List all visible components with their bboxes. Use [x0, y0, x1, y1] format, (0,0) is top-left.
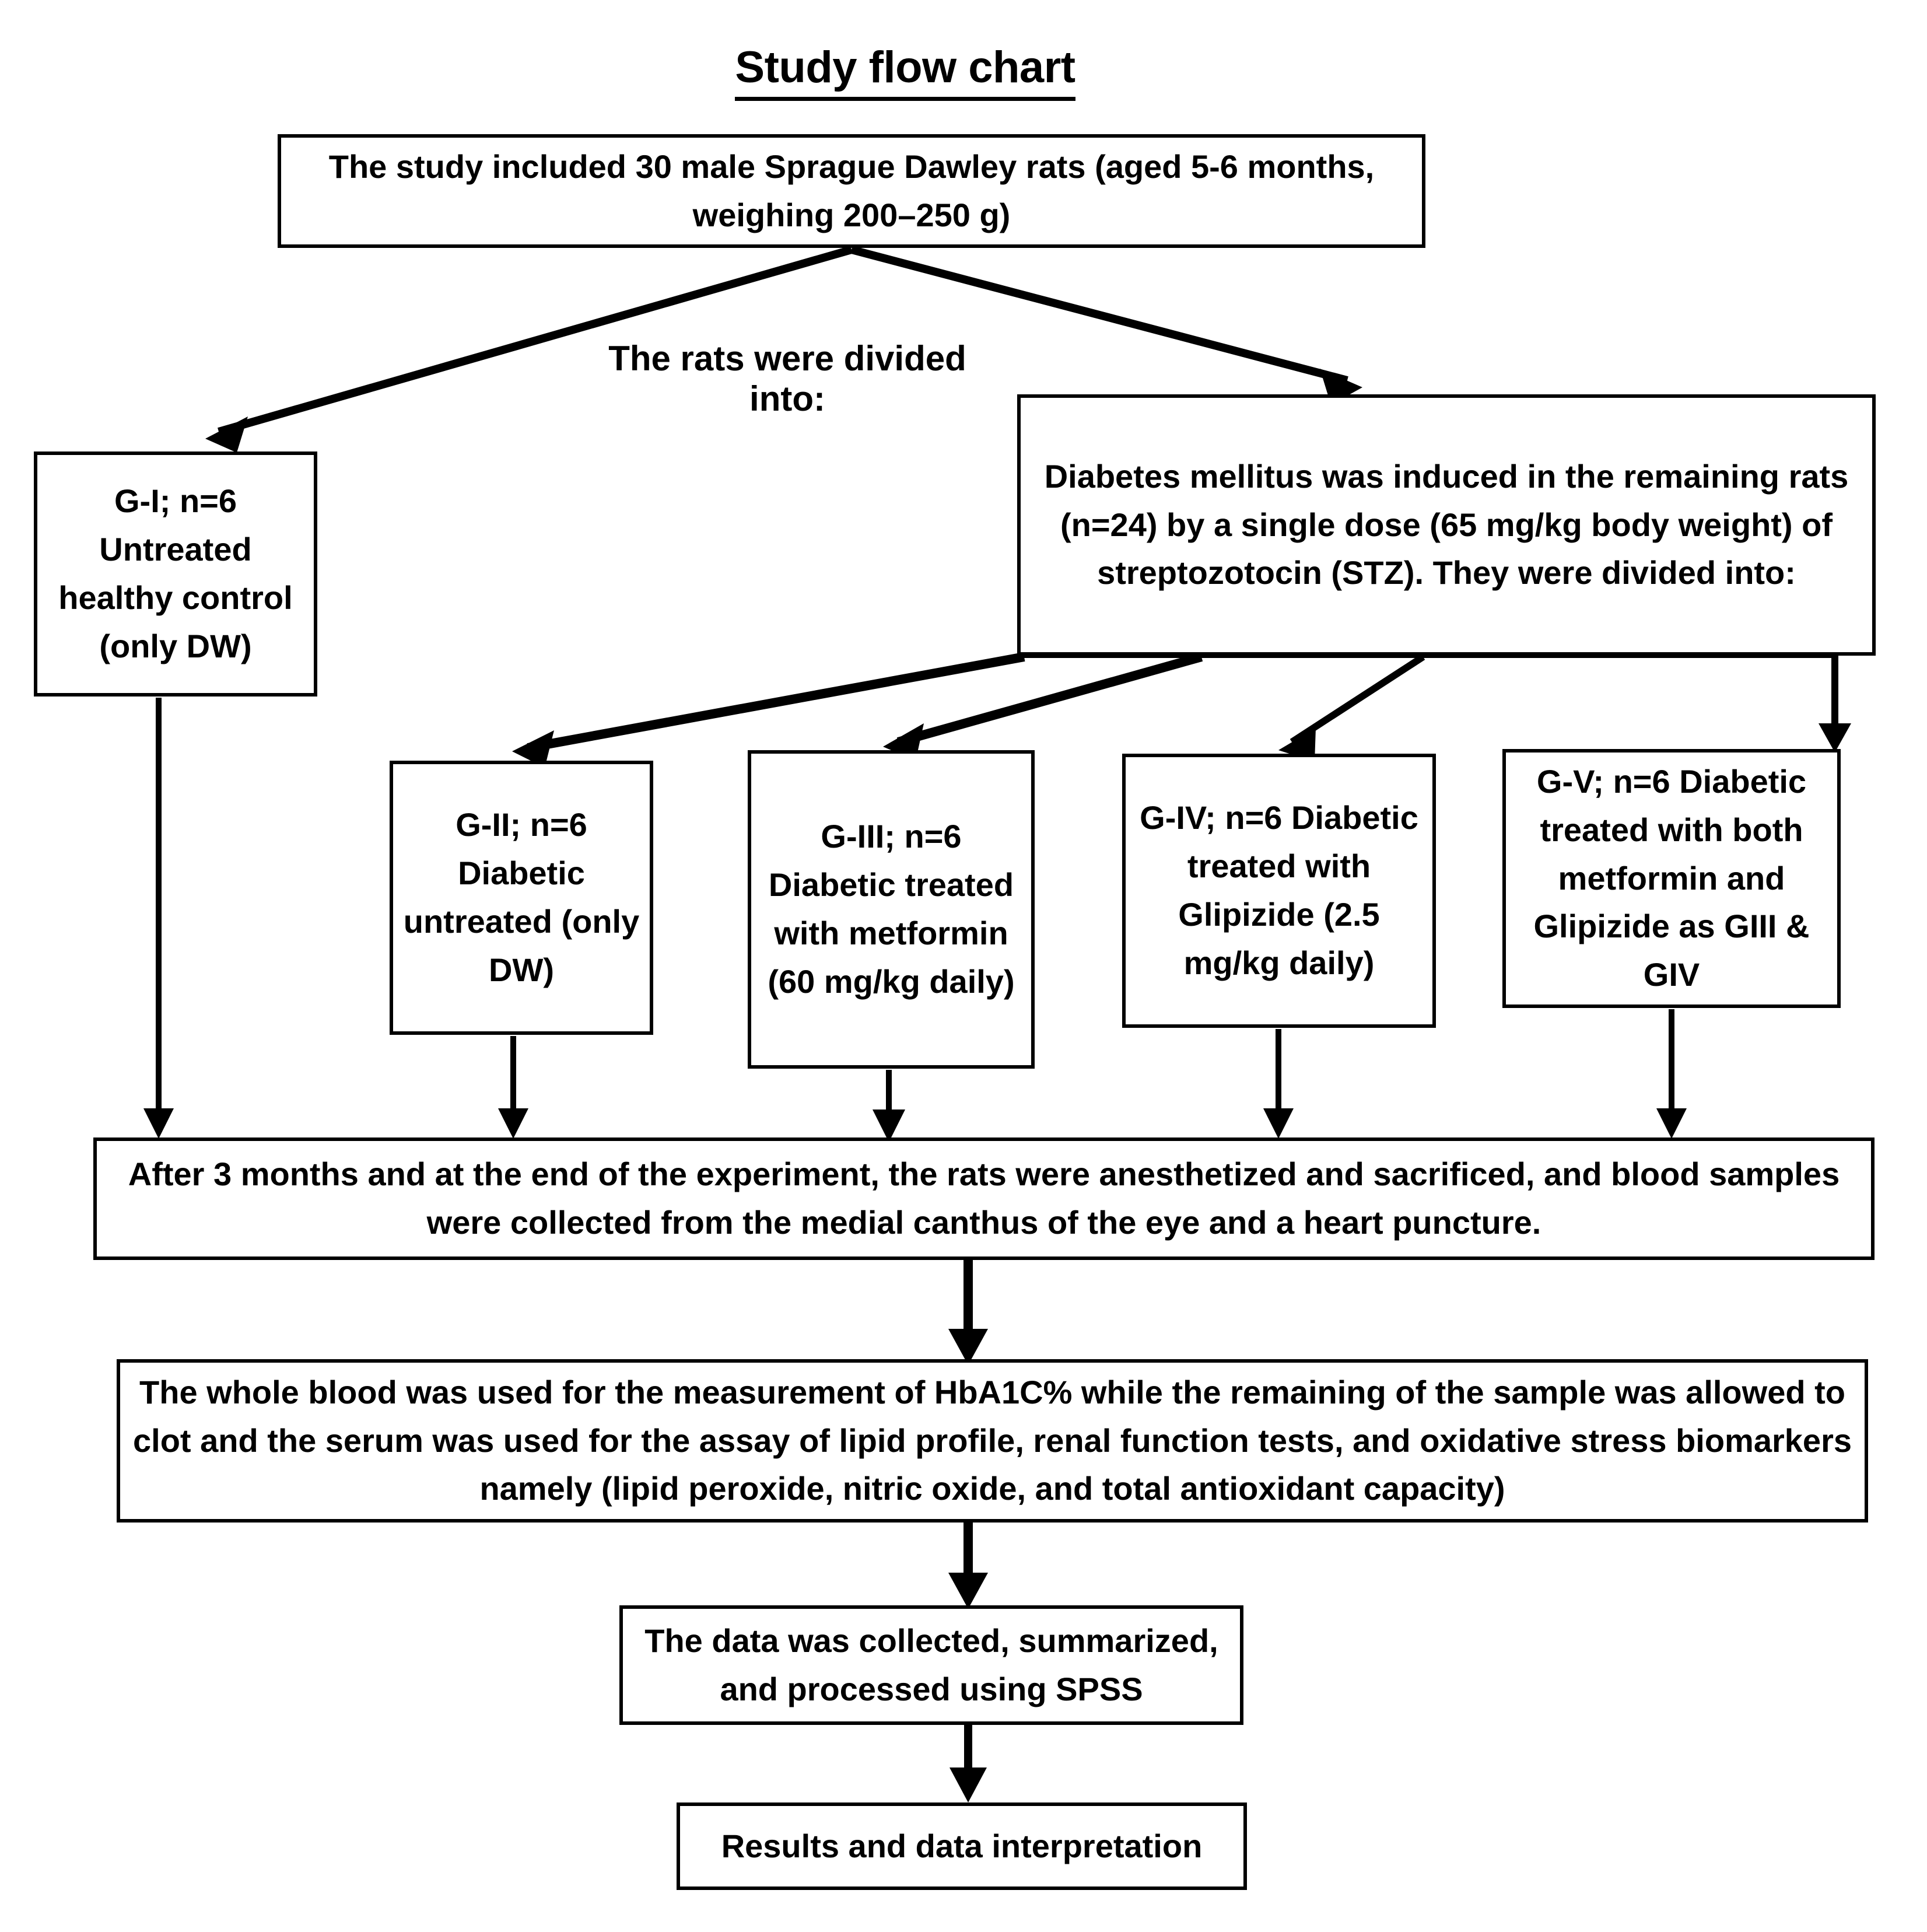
node-text: Results and data interpretation: [721, 1827, 1203, 1864]
node-text: The data was collected, summarized, and …: [644, 1622, 1218, 1707]
node-results: Results and data interpretation: [677, 1803, 1247, 1890]
node-text: G-II; n=6 Diabetic untreated (only DW): [403, 806, 640, 988]
edge-blood-to-spss: [948, 1522, 988, 1609]
edge-g4-to-after3: [1263, 1029, 1294, 1139]
node-data-processing: The data was collected, summarized, and …: [619, 1605, 1243, 1725]
node-group-1: G-I; n=6 Untreated healthy control (only…: [34, 452, 317, 696]
node-text: The study included 30 male Sprague Dawle…: [328, 148, 1375, 233]
node-group-4: G-IV; n=6 Diabetic treated with Glipizid…: [1122, 754, 1436, 1028]
node-diabetes-induction: Diabetes mellitus was induced in the rem…: [1017, 394, 1876, 656]
label-rats-divided: The rats were divided into:: [607, 338, 968, 419]
node-text: G-III; n=6 Diabetic treated with metform…: [768, 818, 1015, 1000]
edge-g5-to-after3: [1656, 1009, 1687, 1139]
edge-g2-to-after3: [498, 1036, 528, 1139]
node-sacrifice-and-sampling: After 3 months and at the end of the exp…: [93, 1138, 1875, 1260]
node-text: After 3 months and at the end of the exp…: [128, 1156, 1840, 1241]
label-text: The rats were divided into:: [608, 339, 966, 418]
node-text: G-V; n=6 Diabetic treated with both metf…: [1533, 762, 1810, 993]
page-title: Study flow chart: [0, 42, 1810, 101]
node-study-population: The study included 30 male Sprague Dawle…: [278, 134, 1425, 248]
node-group-3: G-III; n=6 Diabetic treated with metform…: [748, 750, 1035, 1069]
node-group-5: G-V; n=6 Diabetic treated with both metf…: [1502, 749, 1841, 1008]
edge-spss-to-results: [950, 1725, 987, 1803]
node-text: G-I; n=6 Untreated healthy control (only…: [58, 482, 293, 664]
edge-after3-to-blood: [948, 1260, 988, 1365]
edge-g1-to-after3: [143, 698, 174, 1139]
node-blood-analysis: The whole blood was used for the measure…: [117, 1359, 1868, 1522]
node-text: The whole blood was used for the measure…: [132, 1373, 1852, 1507]
node-group-2: G-II; n=6 Diabetic untreated (only DW): [390, 761, 653, 1035]
page-title-text: Study flow chart: [735, 43, 1075, 101]
edge-g3-to-after3: [873, 1070, 905, 1142]
node-text: Diabetes mellitus was induced in the rem…: [1044, 457, 1849, 592]
node-text: G-IV; n=6 Diabetic treated with Glipizid…: [1140, 799, 1418, 981]
